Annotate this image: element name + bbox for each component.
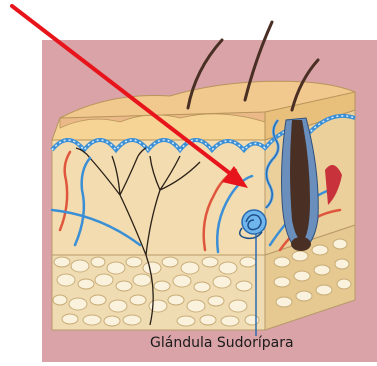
sweat-gland-label: Glándula Sudorípara [150,335,360,351]
